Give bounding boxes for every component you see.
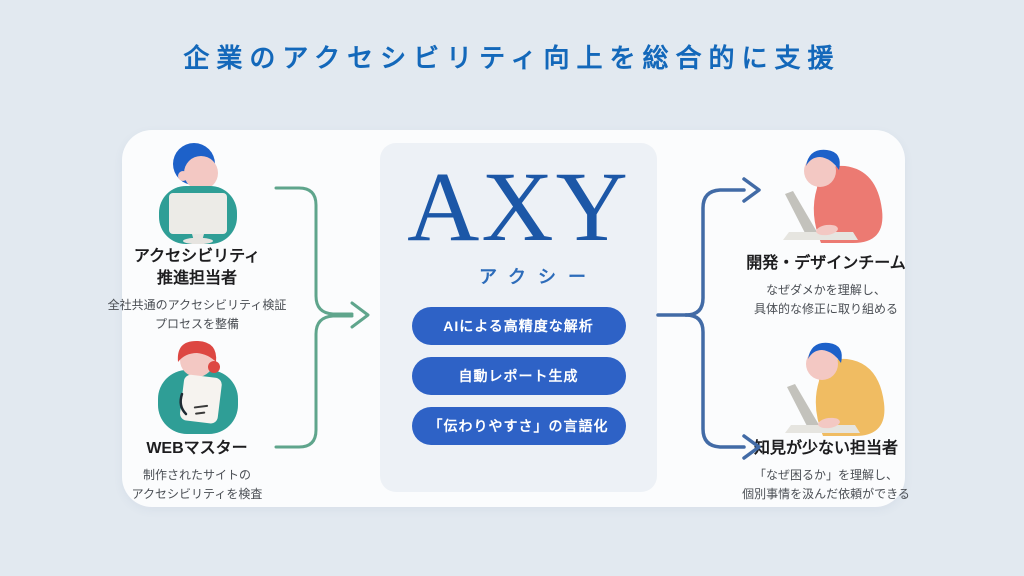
persona-title-line: 開発・デザインチーム <box>746 255 906 272</box>
page-title: 企業のアクセシビリティ向上を総合的に支援 <box>183 43 841 73</box>
person-at-laptop-red-illustration <box>783 149 883 243</box>
person-with-tablet-illustration <box>158 340 238 434</box>
persona-desc-line: なぜダメかを理解し、 <box>766 283 886 297</box>
persona-title-line: アクセシビリティ <box>133 248 261 265</box>
persona-desc-line: プロセスを整備 <box>154 317 239 331</box>
persona-desc-line: アクセシビリティを検査 <box>131 487 263 501</box>
persona-desc-line: 「なぜ困るか」を理解し、 <box>753 468 898 482</box>
feature-pill-auto-report: 自動レポート生成 <box>411 357 626 395</box>
persona-desc-line: 制作されたサイトの <box>142 468 251 482</box>
persona-low-knowledge-staff: 知見が少ない担当者 「なぜ困るか」を理解し、 個別事情を汲んだ依頼ができる <box>712 438 940 504</box>
persona-desc-line: 具体的な修正に取り組める <box>753 302 898 316</box>
feature-pill-verbalization: 「伝わりやすさ」の言語化 <box>411 407 626 445</box>
axy-logo-reading: アクシー <box>478 267 599 287</box>
persona-accessibility-lead: アクセシビリティ 推進担当者 全社共通のアクセシビリティ検証 プロセスを整備 <box>97 246 297 334</box>
persona-desc-line: 個別事情を汲んだ依頼ができる <box>742 487 910 501</box>
persona-dev-design-team: 開発・デザインチーム なぜダメかを理解し、 具体的な修正に取り組める <box>712 253 940 319</box>
product-card-axy: AXY アクシー AIによる高精度な解析 自動レポート生成 「伝わりやすさ」の言… <box>380 143 657 492</box>
persona-title-line: WEBマスター <box>146 440 248 457</box>
persona-web-master: WEBマスター 制作されたサイトの アクセシビリティを検査 <box>97 438 297 504</box>
persona-title-line: 知見が少ない担当者 <box>753 440 898 457</box>
feature-pill-ai-analysis: AIによる高精度な解析 <box>411 307 626 345</box>
person-at-laptop-yellow-illustration <box>785 342 885 436</box>
axy-logo: AXY <box>407 151 630 262</box>
persona-title-line: 推進担当者 <box>156 270 237 287</box>
person-at-monitor-illustration <box>159 143 237 244</box>
persona-desc-line: 全社共通のアクセシビリティ検証 <box>107 298 287 312</box>
